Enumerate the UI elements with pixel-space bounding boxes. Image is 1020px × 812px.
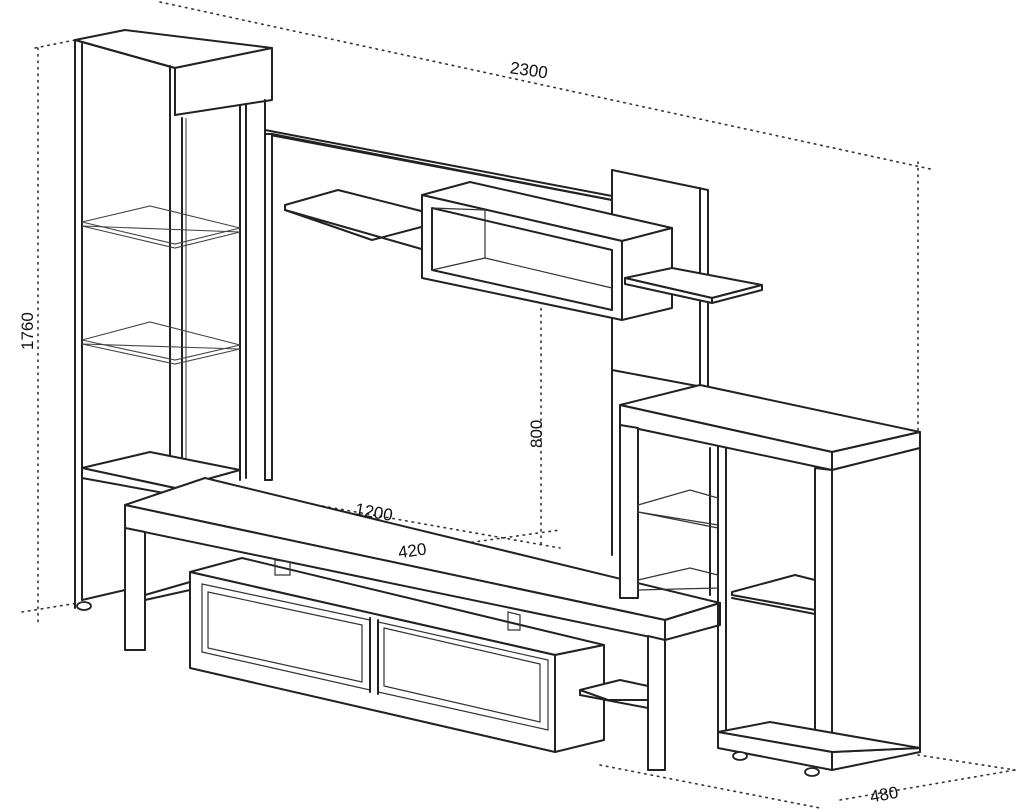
wall-shelf-right xyxy=(624,267,763,304)
right-cabinet xyxy=(619,384,921,777)
label-total-width: 2300 xyxy=(509,58,549,82)
label-shelf-height: 800 xyxy=(527,420,546,448)
label-cabinet-depth: 480 xyxy=(868,783,899,807)
label-tv-depth: 420 xyxy=(397,540,428,563)
dim-line-total-width xyxy=(159,1,936,171)
dim-line-bottom-left-ext xyxy=(21,602,79,613)
dim-line-cabinet-depth xyxy=(839,769,1016,801)
tv-stand xyxy=(124,477,721,771)
wall-shelf-left xyxy=(284,189,426,251)
dim-line-top-left-ext xyxy=(34,39,76,49)
cabinet-foot-front-left xyxy=(732,751,748,761)
cabinet-foot-left xyxy=(76,601,92,611)
dim-line-cabinet-depth-ext xyxy=(917,754,1016,771)
label-total-height: 1760 xyxy=(18,312,37,350)
cabinet-foot-front-right xyxy=(804,767,820,777)
dim-line-bottom-floor xyxy=(599,764,821,809)
